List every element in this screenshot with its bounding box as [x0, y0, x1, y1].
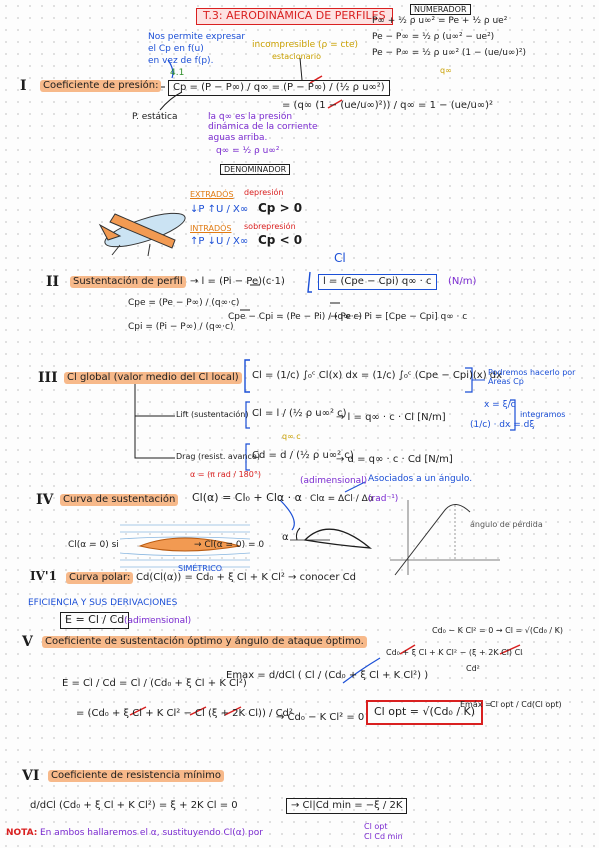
bernoulli-eq3: Pe − P∞ = ½ ρ u∞² (1 − (ue/u∞)²) — [372, 48, 527, 58]
emax-value: Cl opt / Cd(Cl opt) — [490, 700, 562, 709]
section-1-numeral: I — [20, 78, 27, 94]
adimensional-note: (adimensional) — [300, 476, 368, 486]
section-5-numeral: V — [22, 634, 33, 650]
intro-line3: en vez de f(p). — [148, 56, 214, 66]
incompressible-note: incompresible (ρ = cte) — [252, 40, 358, 50]
lift-per-span: → l = q∞ · c · Cl [N/m] — [336, 412, 446, 423]
alpha-conversion: α = (π rad / 180°) — [190, 470, 261, 479]
extrados-label: EXTRADÓS — [190, 190, 234, 199]
lift-equation: → l = (Pi − Pe)(c·1) — [190, 276, 285, 287]
drag-label: Drag (resist. avance) — [176, 452, 260, 461]
slope-units: (rad⁻¹) — [368, 494, 399, 504]
integramos-note: integramos — [520, 410, 566, 419]
section-1-title: Coeficiente de presión: — [40, 80, 162, 92]
zero-alpha-result: → Cl(α = 0) = 0 — [194, 540, 265, 550]
areas-note: Podremos hacerlo por Áreas Cp — [488, 368, 576, 387]
efficiency-expansion: E = Cl / Cd = Cl / (Cd₀ + ξ Cl + K Cl²) — [62, 678, 247, 689]
section-5-title: Coeficiente de sustentación óptimo y áng… — [42, 636, 367, 648]
sobrepresion-label: sobrepresión — [244, 222, 296, 231]
pressure-difference-result: → Pe − Pi = [Cpe − Cpi] q∞ · c — [330, 312, 468, 322]
depresion-label: depresión — [244, 188, 284, 197]
side-numerator: Cd₀ + ξ Cl + K Cl² − (ξ + 2K Cl) Cl — [386, 648, 523, 657]
section-6-title: Coeficiente de resistencia mínimo — [48, 770, 224, 782]
change-variable-2: (1/c) · dx = dξ — [470, 420, 535, 430]
change-variable: x = ξ/c — [484, 400, 516, 410]
section-3-numeral: III — [38, 370, 58, 386]
alpha-symbol: α — [282, 532, 289, 543]
airfoil-alpha-diagram — [290, 527, 373, 549]
lift-curve-equation: Cl(α) = Cl₀ + Clα · α — [192, 491, 302, 504]
intrados-label: INTRADÓS — [190, 224, 232, 233]
numerador-tag: NUMERADOR — [410, 4, 471, 16]
airplane-illustration — [98, 212, 186, 257]
qc-note: q∞ c — [282, 432, 301, 441]
extrados-relation: ↓P ↑U / X∞ — [190, 204, 249, 215]
cp-definition: Cp = (P − P∞) / q∞ = (P − P∞) / (½ ρ u∞²… — [168, 80, 390, 96]
zero-alpha-label: Cl(α = 0) si — [68, 540, 119, 550]
lift-units: (N/m) — [448, 276, 477, 287]
steady-note: estacionario — [272, 52, 322, 61]
emax-derivative: Emax = d/dCl ( Cl / (Cd₀ + ξ Cl + K Cl²)… — [226, 670, 429, 681]
cp-difference: Cpe − Cpi = (Pe − Pi) / (q∞·c) — [228, 312, 363, 322]
note-sub2: Cl Cd min — [364, 832, 403, 841]
section-6-numeral: VI — [22, 768, 40, 784]
page-title: T.3: AERODINÁMICA DE PERFILES — [196, 8, 393, 25]
min-drag-result: → Cl|Cd min = −ξ / 2K — [286, 798, 408, 814]
cl-integral: Cl = (1/c) ∫₀ᶜ Cl(x) dx = (1/c) ∫₀ᶜ (Cpe… — [252, 370, 503, 381]
section-4-title: Curva de sustentación — [60, 494, 179, 506]
efficiency-equation: E = Cl / Cd — [60, 612, 130, 629]
efficiency-adim: (adimensional) — [124, 616, 192, 626]
q-inf-note: la q∞ es la presión dinámica de la corri… — [208, 112, 318, 143]
bernoulli-eq2: Pe − P∞ = ½ ρ (u∞² − ue²) — [372, 32, 495, 42]
intro-line1: Nos permite expresar — [148, 32, 246, 42]
efficiency-title: EFICIENCIA Y SUS DERIVACIONES — [28, 598, 178, 608]
cp-positive: Cp > 0 — [258, 201, 303, 215]
section-4-numeral: IV — [36, 492, 54, 508]
cpe-definition: Cpe = (Pe − P∞) / (q∞·c) — [128, 298, 240, 308]
intrados-relation: ↑P ↓U / X∞ — [190, 236, 249, 247]
cpi-definition: Cpi = (Pi − P∞) / (q∞·c) — [128, 322, 234, 332]
graph-stall-label: ángulo de pérdida — [470, 520, 543, 529]
derivative-expansion: = (Cd₀ + ξ Cl + K Cl² − Cl (ξ + 2K Cl)) … — [76, 708, 293, 719]
side-equation: Cd₀ − K Cl² = 0 → Cl = √(Cd₀ / K) — [432, 626, 563, 635]
min-drag-derivative: d/dCl (Cd₀ + ξ Cl + K Cl²) = ξ + 2K Cl =… — [30, 800, 238, 811]
cl-label: Cl — [334, 251, 346, 265]
section-2-title: Sustentación de perfil — [70, 276, 186, 288]
bernoulli-eq1: P∞ + ½ ρ u∞² = Pe + ½ ρ ue² — [372, 16, 508, 26]
note-label: NOTA: — [6, 828, 38, 838]
polar-curve-equation: Cd(Cl(α)) = Cd₀ + ξ Cl + K Cl² → conocer… — [136, 572, 356, 583]
section-4b-title: Curva polar: — [66, 572, 134, 584]
note-sub1: Cl opt — [364, 822, 388, 831]
lift-coefficient: Cl = l / (½ ρ u∞² c) — [252, 408, 347, 419]
cp-result: = (q∞ (1 − (ue/u∞)²)) / q∞ = 1 − (ue/u∞)… — [282, 100, 494, 111]
intro-line2: el Cp en f(u) — [148, 44, 204, 54]
denominador-tag: DENOMINADOR — [220, 164, 291, 176]
optimum-condition: → Cd₀ − K Cl² = 0 — [276, 712, 365, 723]
side-denominator: Cd² — [466, 664, 480, 673]
q-inf-label: q∞ — [440, 66, 452, 75]
asociado-note: Asociados a un ángulo. — [368, 474, 473, 484]
q-inf-definition: q∞ = ½ ρ u∞² — [216, 146, 280, 156]
simetrico-label: SIMÉTRICO — [178, 564, 223, 573]
section-3-title: Cl global (valor medio del Cl local) — [64, 372, 242, 384]
lift-slope: Clα = ΔCl / Δα — [310, 494, 374, 504]
cl-optimum-result: Cl opt = √(Cd₀ / K) — [366, 700, 484, 725]
lift-curve-graph — [390, 500, 500, 576]
lift-box: l = (Cpe − Cpi) q∞ · c — [318, 274, 437, 290]
section-2-numeral: II — [46, 274, 60, 290]
cp-negative: Cp < 0 — [258, 233, 303, 247]
flow-streamlines — [119, 524, 251, 568]
emax-label: Emáx = — [460, 700, 492, 709]
drag-per-span: → d = q∞ · c · Cd [N/m] — [336, 454, 453, 465]
lift-label: Lift (sustentación) — [176, 410, 249, 419]
drag-coefficient: Cd = d / (½ ρ u∞² c) — [252, 450, 354, 461]
section-4b-numeral: IV'1 — [30, 569, 57, 583]
p-estatica-label: P. estática — [132, 112, 178, 122]
note-text: En ambos hallaremos el α, sustituyendo C… — [40, 828, 263, 838]
